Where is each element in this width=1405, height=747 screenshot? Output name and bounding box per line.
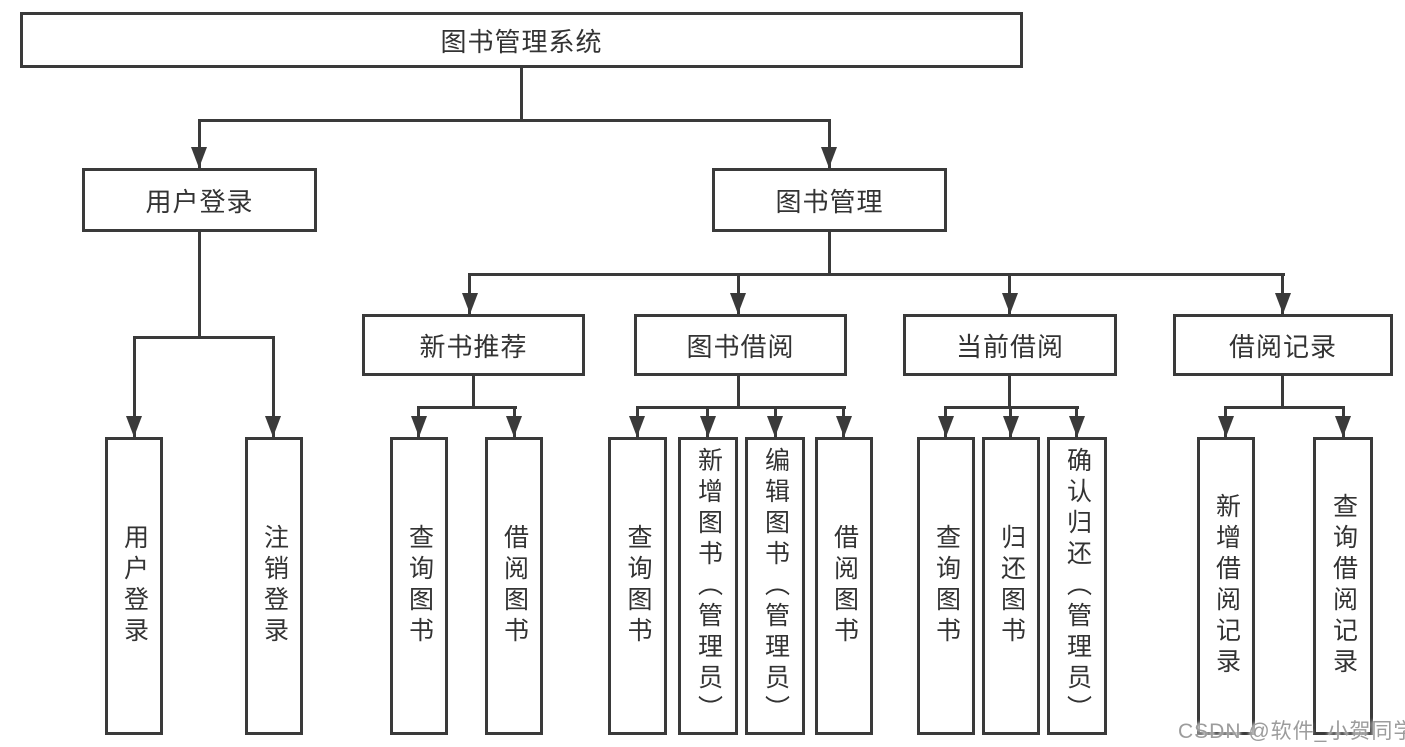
- connector-line: [828, 232, 831, 276]
- connector-line: [133, 336, 136, 437]
- connector-line: [636, 406, 846, 409]
- connector-arrow: [700, 416, 716, 437]
- connector-arrow: [1003, 416, 1019, 437]
- connector-arrow: [1002, 293, 1018, 314]
- node-leaf-query-books-current: 查询图书: [917, 437, 975, 735]
- node-borrow-records: 借阅记录: [1173, 314, 1393, 376]
- connector-line: [272, 336, 275, 437]
- connector-line: [1281, 376, 1284, 409]
- node-leaf-add-book-admin: 新增图书（管理员）: [678, 437, 738, 735]
- connector-arrow: [1069, 416, 1085, 437]
- connector-arrow: [821, 147, 837, 168]
- connector-line: [468, 273, 1285, 276]
- node-leaf-query-borrow-record: 查询借阅记录: [1313, 437, 1373, 735]
- connector-arrow: [1275, 293, 1291, 314]
- node-leaf-add-borrow-record: 新增借阅记录: [1197, 437, 1255, 735]
- node-leaf-return-books: 归还图书: [982, 437, 1040, 735]
- connector-line: [1008, 376, 1011, 409]
- connector-line: [198, 119, 831, 122]
- connector-arrow: [462, 293, 478, 314]
- connector-arrow: [1335, 416, 1351, 437]
- connector-arrow: [1218, 416, 1234, 437]
- node-book-borrowing: 图书借阅: [634, 314, 847, 376]
- node-user-login-branch: 用户登录: [82, 168, 317, 232]
- connector-arrow: [938, 416, 954, 437]
- node-leaf-user-login: 用户登录: [105, 437, 163, 735]
- connector-arrow: [191, 147, 207, 168]
- node-book-management-branch: 图书管理: [712, 168, 947, 232]
- node-leaf-borrow-books-recommend: 借阅图书: [485, 437, 543, 735]
- connector-line: [198, 232, 201, 339]
- connector-line: [472, 376, 475, 409]
- node-root-library-system: 图书管理系统: [20, 12, 1023, 68]
- connector-line: [1224, 406, 1345, 409]
- node-leaf-borrow-books: 借阅图书: [815, 437, 873, 735]
- connector-arrow: [126, 416, 142, 437]
- node-leaf-edit-book-admin: 编辑图书（管理员）: [745, 437, 805, 735]
- node-leaf-logout: 注销登录: [245, 437, 303, 735]
- connector-line: [417, 406, 517, 409]
- connector-arrow: [265, 416, 281, 437]
- csdn-watermark: CSDN @软件_小贺同学: [1178, 720, 1405, 743]
- node-current-borrowing: 当前借阅: [903, 314, 1117, 376]
- connector-line: [828, 119, 831, 168]
- connector-line: [520, 68, 523, 122]
- node-new-book-recommend: 新书推荐: [362, 314, 585, 376]
- node-leaf-query-books-recommend: 查询图书: [390, 437, 448, 735]
- connector-arrow: [730, 293, 746, 314]
- node-leaf-query-books-borrowing: 查询图书: [608, 437, 667, 735]
- connector-arrow: [767, 416, 783, 437]
- connector-arrow: [629, 416, 645, 437]
- connector-line: [198, 119, 201, 168]
- node-leaf-confirm-return-admin: 确认归还（管理员）: [1047, 437, 1107, 735]
- connector-line: [133, 336, 275, 339]
- connector-arrow: [411, 416, 427, 437]
- connector-line: [737, 376, 740, 409]
- connector-arrow: [506, 416, 522, 437]
- connector-arrow: [836, 416, 852, 437]
